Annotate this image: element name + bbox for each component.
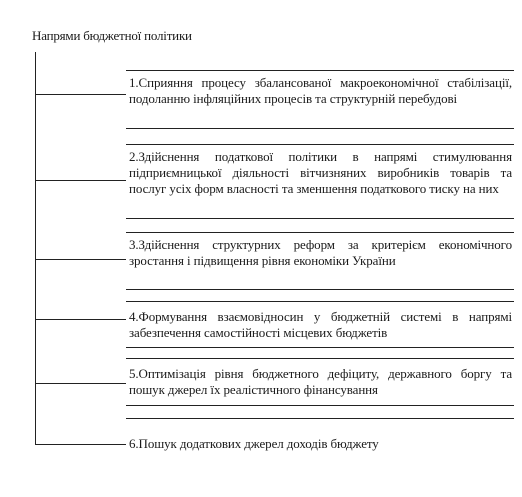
vertical-connector	[35, 52, 36, 445]
item-top-line	[126, 418, 514, 419]
horizontal-connector	[35, 259, 126, 260]
item-top-line	[126, 144, 514, 145]
horizontal-connector	[35, 94, 126, 95]
item-top-line	[126, 232, 514, 233]
policy-direction-item: 3.Здійснення структурних реформ за крите…	[129, 237, 512, 268]
item-bottom-line	[126, 128, 514, 129]
policy-direction-item: 1.Сприяння процесу збалансованої макроек…	[129, 75, 512, 106]
policy-direction-item: 4.Формування взаємовідносин у бюджетній …	[129, 309, 512, 340]
horizontal-connector	[35, 444, 126, 445]
item-bottom-line	[126, 218, 514, 219]
item-bottom-line	[126, 289, 514, 290]
item-bottom-line	[126, 405, 514, 406]
horizontal-connector	[35, 180, 126, 181]
policy-direction-item: 6.Пошук додаткових джерел доходів бюджет…	[129, 436, 379, 451]
item-top-line	[126, 70, 514, 71]
policy-direction-item: 2.Здійснення податкової політики в напря…	[129, 149, 512, 196]
item-top-line	[126, 301, 514, 302]
item-bottom-line	[126, 347, 514, 348]
policy-direction-item: 5.Оптимізація рівня бюджетного дефіциту,…	[129, 366, 512, 397]
horizontal-connector	[35, 383, 126, 384]
item-top-line	[126, 358, 514, 359]
diagram-title: Напрями бюджетної політики	[32, 28, 192, 43]
horizontal-connector	[35, 319, 126, 320]
